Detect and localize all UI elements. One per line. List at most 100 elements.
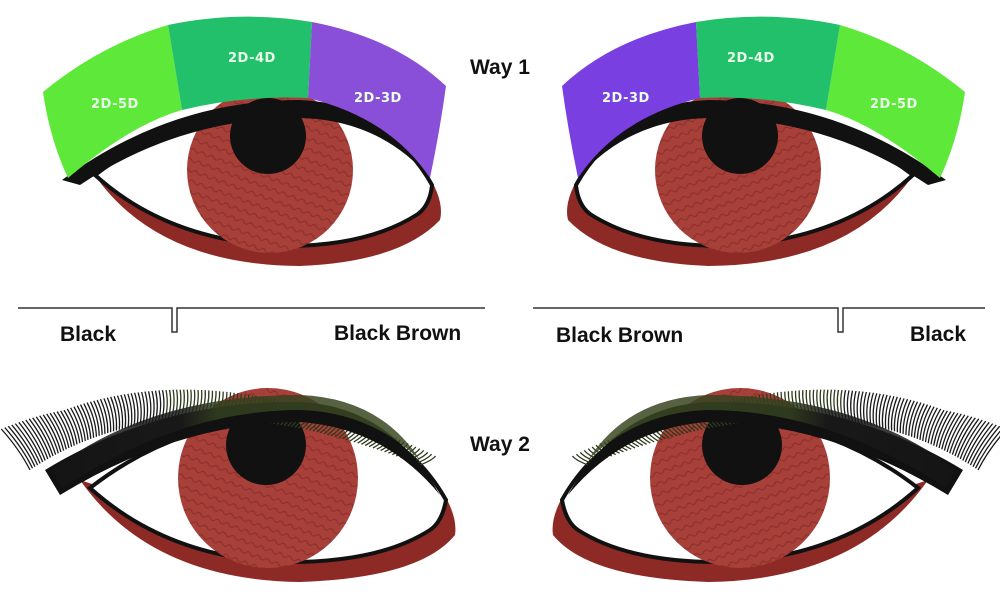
eyelash-strand [949,415,969,454]
way1-left-eye: 2D-5D 2D-4D 2D-3D [43,16,446,266]
eyelash-strand [419,455,437,466]
eyelash-strand [113,395,121,430]
eyelash-strand [103,398,112,433]
segment-2d3d [562,22,700,178]
eyelash-strand [866,392,871,426]
eyelash-strand [927,408,942,444]
segment-2d3d [308,22,446,178]
eyelash-strand [919,405,932,440]
eyelash-strand [977,435,1000,471]
eyelash-strand [896,398,905,433]
eyelash-strand [943,413,962,451]
eyelash-strand [935,411,952,447]
eyelash-strand [875,393,881,427]
eyelash-strand [110,396,118,431]
eyelash-strand [123,394,130,428]
eyelash-strand [83,403,95,438]
eyelash-strand [954,417,976,457]
eyelash-strand [946,414,966,453]
eyelash-strand [120,394,127,429]
right-color-black: Black [910,323,966,346]
right-divider-bracket [533,307,985,333]
segment-label-2d3d-right: 2D-3D [602,91,650,106]
eyelash-strand [56,411,73,447]
eyelash-strand [905,400,915,435]
segment-label-2d5d-right: 2D-5D [870,97,918,112]
eyelash-strand [887,395,895,430]
eyelash-strand [7,425,36,467]
eyelash-strand [49,412,67,450]
eyelash-strand [130,393,136,427]
eyelash-strand [73,406,86,442]
eyelash-strand [53,411,70,449]
segment-label-2d4d: 2D-4D [228,51,276,66]
eyelash-strand [25,419,49,460]
eyelash-strand [86,402,98,437]
segment-2d4d [168,16,312,110]
eyelash-strand [137,392,142,426]
eyelash-strand [89,401,100,436]
eyelash-strand [951,416,973,455]
eyelash-strand [14,423,41,464]
eyelash-strand [933,410,948,446]
segment-2d5d [826,25,965,178]
segment-label-2d5d: 2D-5D [91,97,139,112]
eyelash-strand [908,401,919,436]
eyelash-strand [941,412,959,450]
segment-label-2d3d: 2D-3D [354,91,402,106]
upper-lid-line [62,100,430,185]
eyelash-strand [924,407,938,443]
eyelash-strand [70,407,84,443]
eyelash-strand [79,404,92,439]
left-divider-bracket [18,307,485,333]
eyelash-strand [18,421,44,463]
eyelash-strand [140,391,145,425]
eyelash-strand [35,416,57,455]
upper-lid-band [588,395,956,488]
way1-label: Way 1 [470,56,530,79]
eyelash-strand [881,394,888,429]
eyelash-strand [884,395,892,430]
way1-right-eye [562,16,965,266]
eyelash-strand [893,397,902,432]
eyelash-strand [974,430,1000,469]
segment-2d4d [696,16,840,110]
eyelash-strand [964,421,990,463]
eyelash-strand [11,424,39,466]
upper-lid-band [52,395,420,488]
eyelash-strand [93,400,103,435]
way2-left-eye [0,388,456,582]
eyelash-strand [922,406,935,442]
way2-label: Way 2 [470,433,530,456]
eyelash-strand [60,410,75,446]
left-color-black-brown: Black Brown [334,322,461,345]
segment-label-2d4d-right: 2D-4D [727,51,775,66]
eyelash-strand [863,391,868,425]
eyelash-strand [916,404,929,439]
eyelash-strand [962,420,987,461]
eyelash-strand [106,397,115,432]
eyelash-strand [872,393,878,427]
lower-lid-rim [567,165,920,266]
upper-lid-line [578,100,946,185]
eyelash-strand [116,395,124,430]
eyelash-strand [28,418,52,458]
eyelash-strand [878,394,885,428]
eyelash-strand [127,393,133,427]
eyelash-strand [899,398,909,434]
eyelash-strand [21,420,46,461]
eyelash-strand [32,417,54,457]
eyelash-strand [972,425,1000,467]
eyelash-strand [99,398,109,434]
eyelash-strand [913,403,925,438]
eyelash-strand [96,399,106,434]
eyelash-strand [63,409,78,445]
segment-2d5d [43,25,182,178]
eyelash-strand [969,424,997,466]
eyelash-strand [4,427,34,469]
way2-right-eye [552,388,1000,582]
eyelash-strand [910,402,922,437]
eyelash-strand [76,405,89,440]
